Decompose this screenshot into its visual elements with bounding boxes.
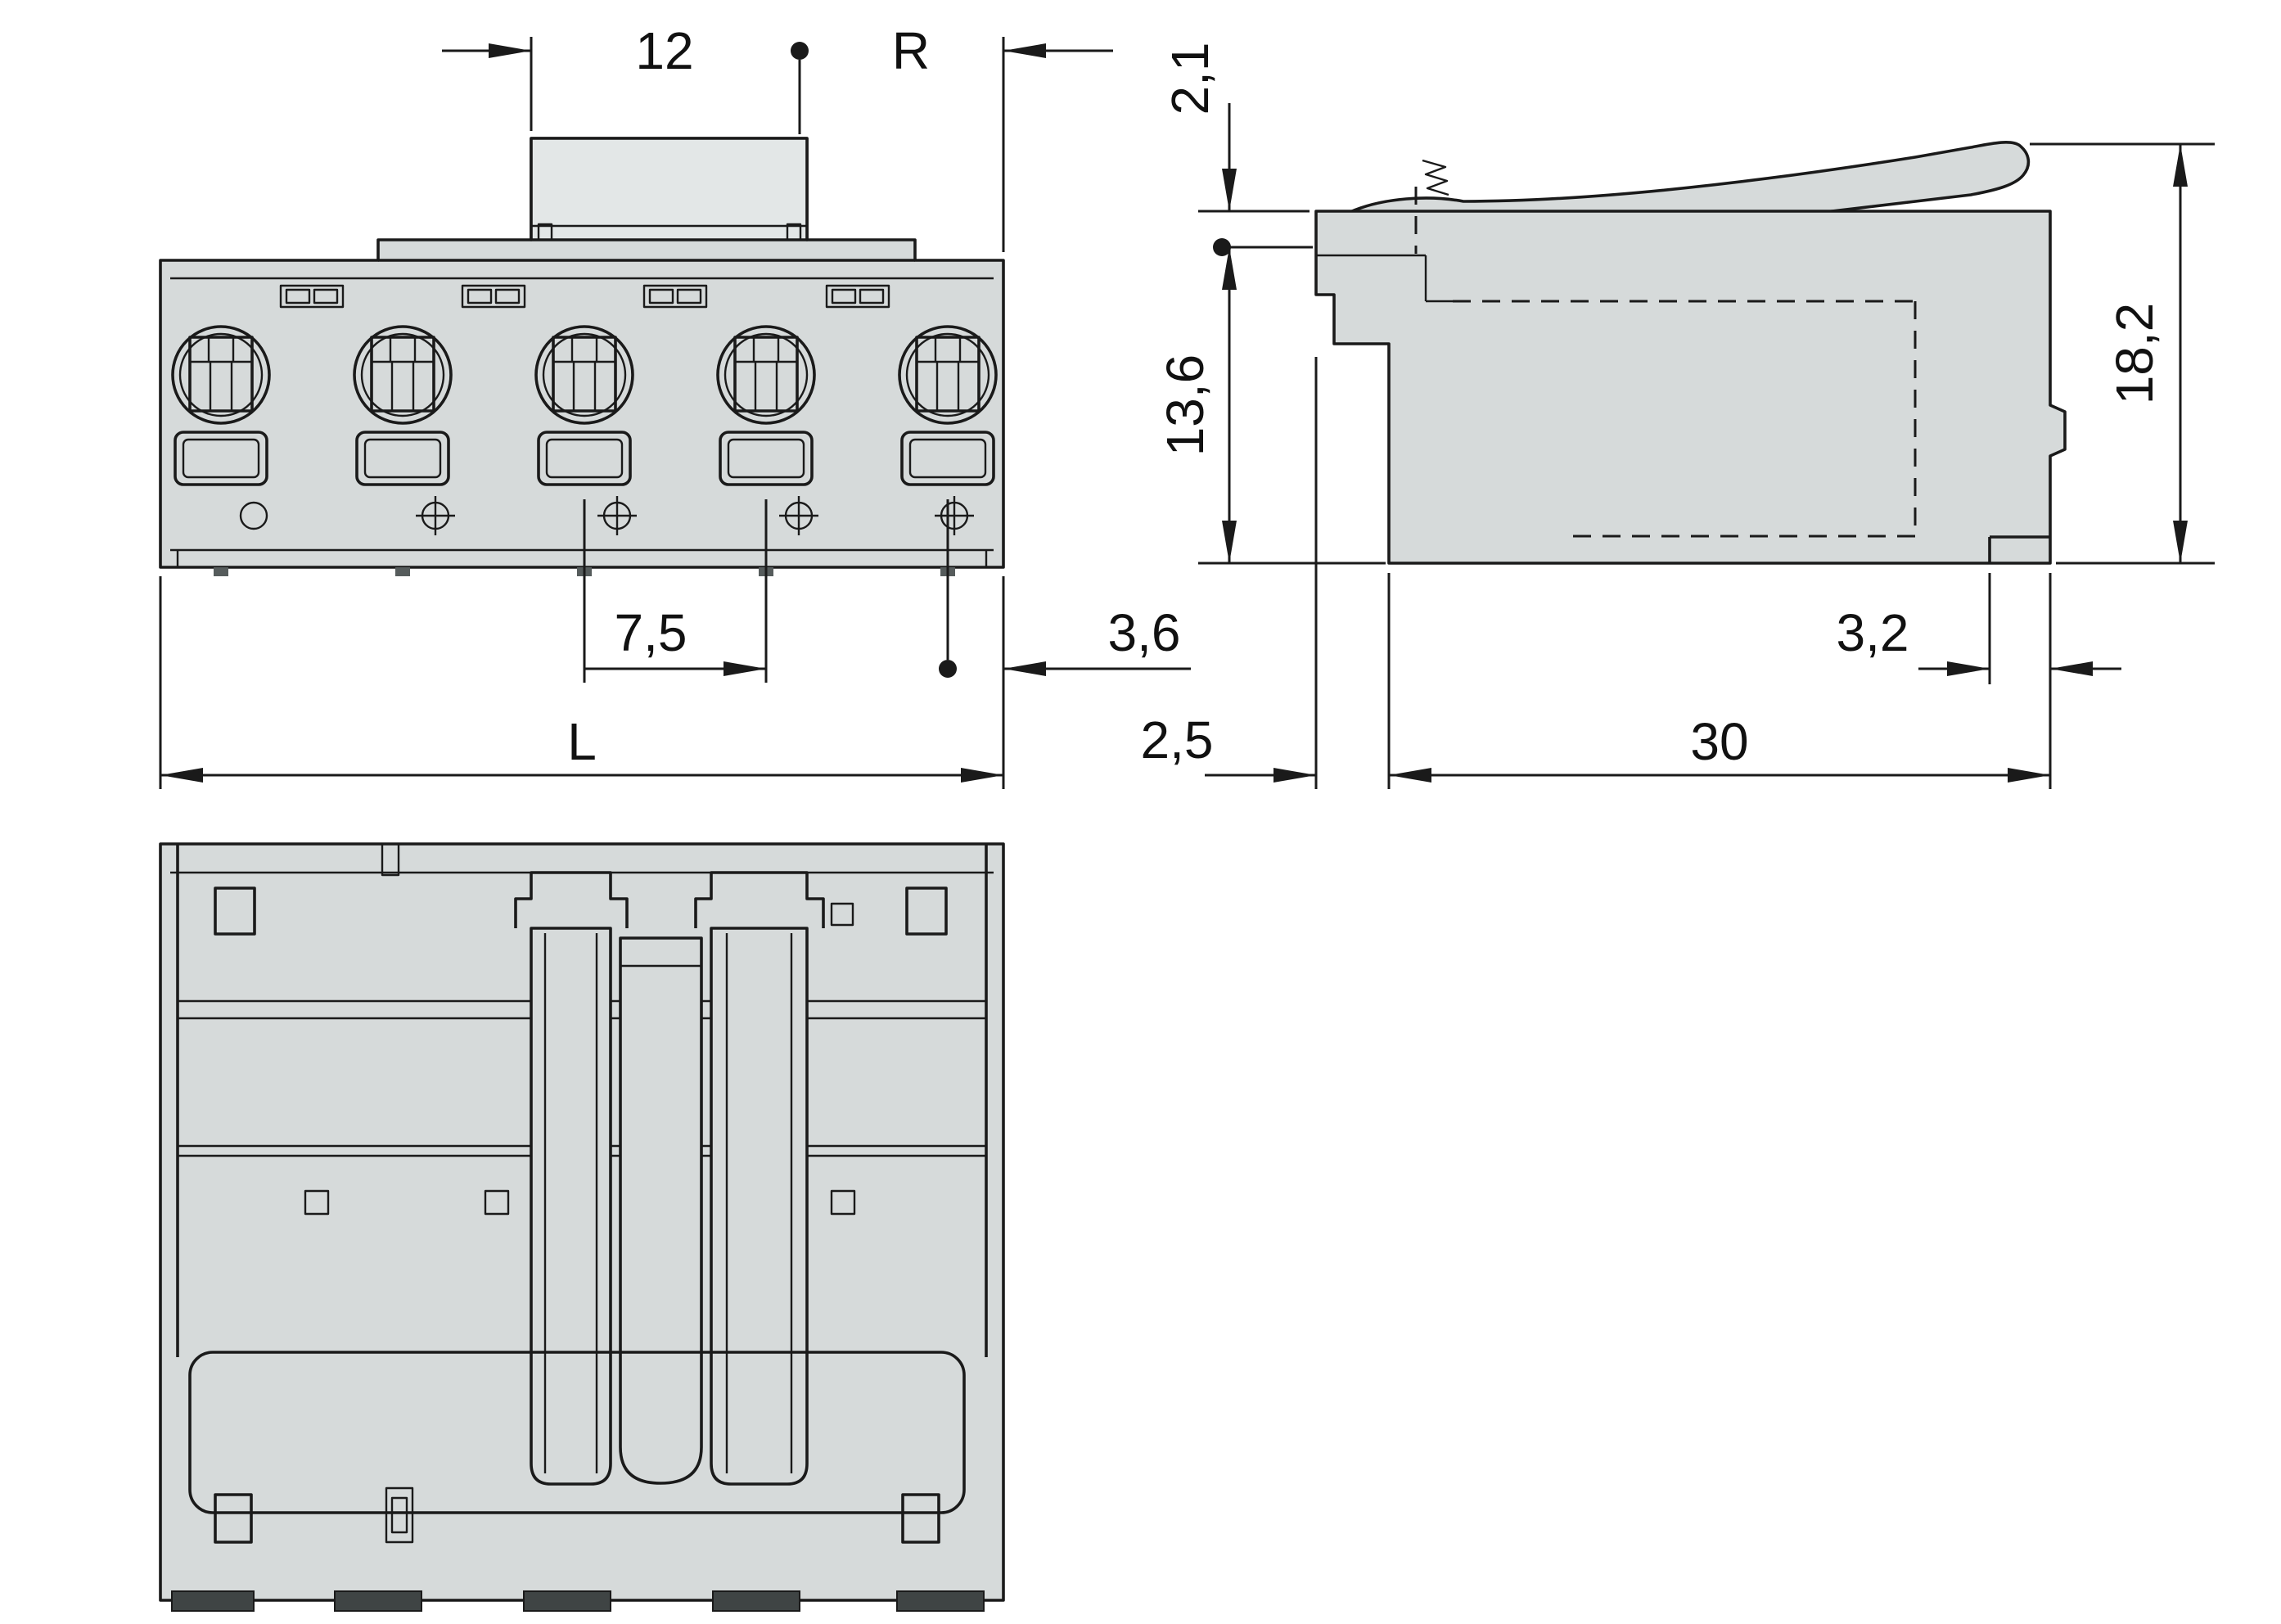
dim-label-front-step: 2,5 [1141,710,1214,769]
dim-label-lever-top-offset: 2,1 [1161,43,1219,115]
dim-overall-height: 18,2 [2030,142,2215,565]
dim-overall-length: L [159,576,1005,789]
dim-label-rear-foot: 3,2 [1837,603,1909,662]
dim-label-pole-pitch: 7,5 [615,603,687,662]
mounting-hole-top-left [214,886,256,936]
clamp-spring-symbol [1422,159,1449,196]
dim-label-overall-length: L [567,712,597,771]
dim-rear-foot: 3,2 [1837,573,2121,684]
side-body-outline [1314,210,2067,565]
coding-latch [530,137,809,241]
solder-feet [171,1590,985,1612]
dim-overall-depth: 30 [1387,573,2052,789]
terminal-pole-3 [534,325,637,576]
dim-pole-to-edge: 3,6 [939,499,1191,678]
dim-label-marking-ref: R [892,21,930,80]
dim-label-body-height: 13,6 [1156,354,1215,457]
dim-lever-top-offset: 2,1 [1161,43,1313,256]
mounting-hole-top-right [905,886,948,936]
vent-slots [279,284,890,309]
dim-label-latch-width: 12 [635,21,693,80]
guide-rail-left [530,927,612,1486]
dim-body-height: 13,6 [1156,247,1386,565]
dimensions: 12 R 7,5 3,6 [159,21,2215,789]
base-plate [188,1351,966,1514]
terminal-pole-2 [353,325,455,576]
dim-label-overall-height: 18,2 [2105,303,2164,405]
dim-label-overall-depth: 30 [1690,712,1748,771]
side-view [1314,141,2067,565]
dim-latch-width: 12 [442,21,809,134]
dim-marking-ref: R [892,21,1113,252]
guide-rail-right [710,927,809,1486]
front-view [159,137,1005,576]
dim-pole-pitch: 7,5 [583,499,768,683]
dim-label-pole-to-edge: 3,6 [1108,603,1181,662]
center-plunger [619,936,703,1485]
terminal-pole-1 [171,325,271,576]
terminal-pole-4 [716,325,818,576]
bottom-view [159,842,1005,1612]
dim-front-step: 2,5 [1141,357,1318,789]
